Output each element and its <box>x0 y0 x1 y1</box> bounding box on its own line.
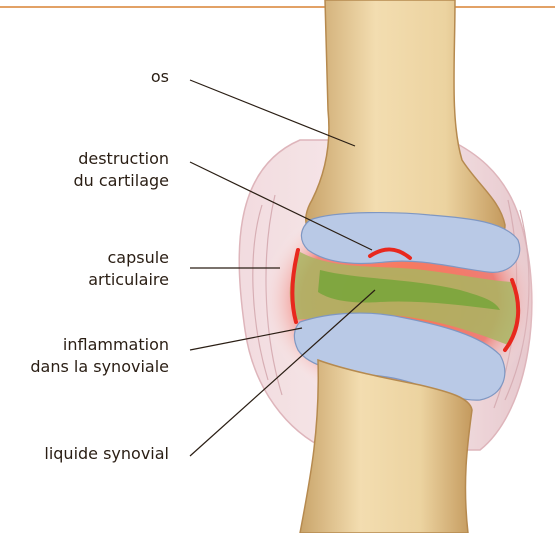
label-fluid-text: liquide synovial <box>44 444 169 463</box>
label-capsule-line1: capsule <box>88 247 169 269</box>
label-fluid: liquide synovial <box>44 443 169 465</box>
label-cartilage-line1: destruction <box>73 148 169 170</box>
label-capsule: capsule articulaire <box>88 247 169 291</box>
upper-bone-shape <box>306 0 505 242</box>
label-bone: os <box>151 66 169 88</box>
label-bone-text: os <box>151 67 169 86</box>
label-inflammation-line2: dans la synoviale <box>30 356 169 378</box>
label-capsule-line2: articulaire <box>88 269 169 291</box>
label-inflammation-line1: inflammation <box>30 334 169 356</box>
label-cartilage: destruction du cartilage <box>73 148 169 192</box>
label-inflammation: inflammation dans la synoviale <box>30 334 169 378</box>
label-cartilage-line2: du cartilage <box>73 170 169 192</box>
